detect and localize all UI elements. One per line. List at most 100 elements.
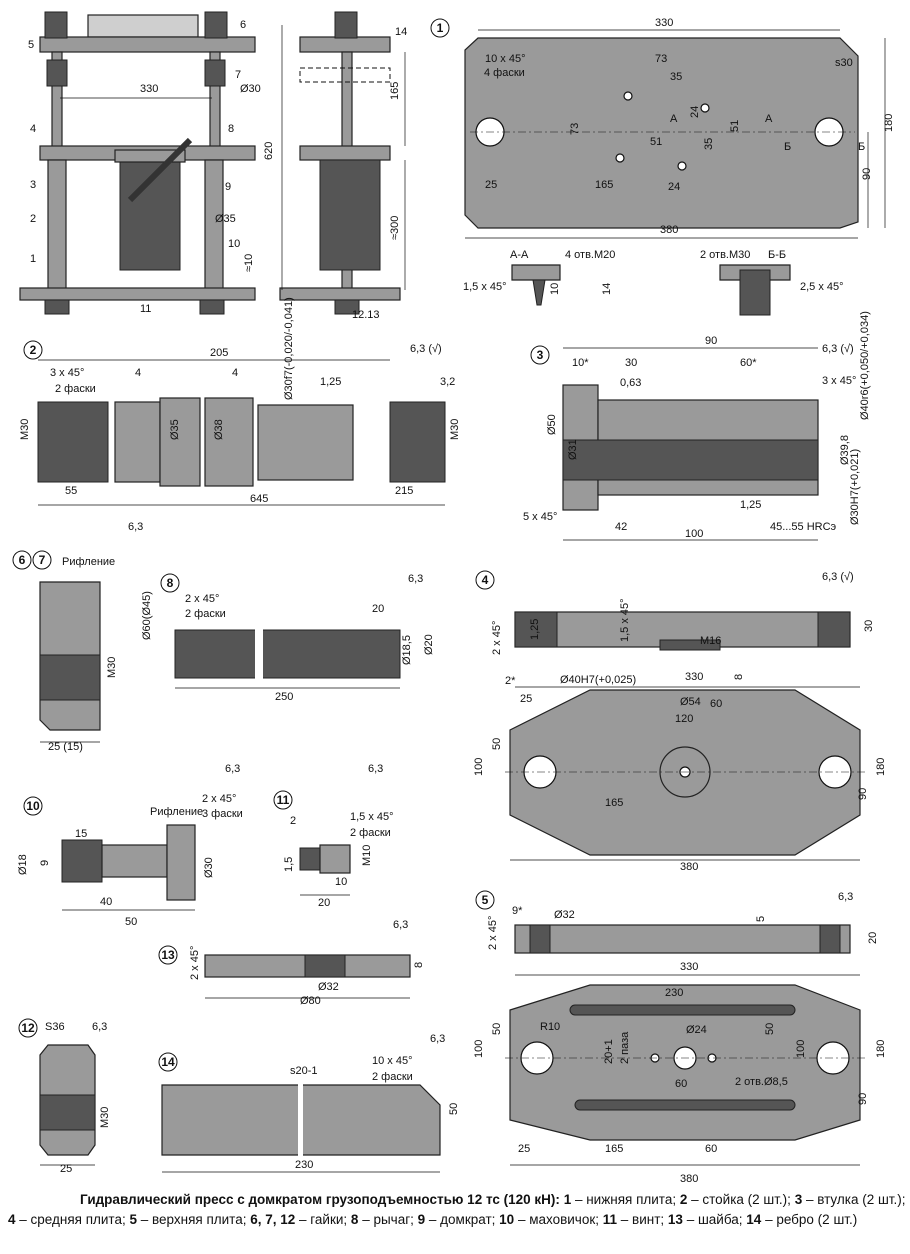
part-number-circle bbox=[160, 573, 180, 593]
dimension-label: 230 bbox=[665, 987, 683, 999]
caption-part-name: – стойка (2 шт.); bbox=[687, 1192, 795, 1207]
part-number-circle bbox=[18, 1018, 38, 1038]
dimension-label: 60 bbox=[710, 698, 722, 710]
dimension-label: 2 отв.Ø8,5 bbox=[735, 1076, 788, 1088]
dimension-label: 380 bbox=[660, 224, 678, 236]
dimension-label: 90 bbox=[857, 1093, 869, 1105]
dimension-label: 10* bbox=[572, 357, 589, 369]
dimension-label: Ø60(Ø45) bbox=[141, 591, 153, 640]
part-number-circle bbox=[475, 890, 495, 910]
caption-part-name: – маховичок; bbox=[514, 1212, 603, 1227]
dimension-label: 5 bbox=[755, 916, 767, 922]
dimension-label: 25 (15) bbox=[48, 741, 83, 753]
dimension-label: 4 отв.М20 bbox=[565, 249, 615, 261]
dimension-label: 5 х 45° bbox=[523, 511, 557, 523]
caption-part-number: 9 bbox=[417, 1212, 426, 1227]
dimension-label: 20 bbox=[372, 603, 384, 615]
dimension-label: 4 bbox=[135, 367, 141, 379]
assembly-front-view bbox=[19, 11, 256, 315]
part-3-sleeve bbox=[562, 347, 819, 541]
figure-caption: Гидравлический пресс с домкратом грузопо… bbox=[8, 1190, 908, 1230]
dimension-label: 1,5 х 45° bbox=[350, 811, 394, 823]
dimension-label: 6 bbox=[240, 19, 246, 31]
dimension-label: 215 bbox=[395, 485, 413, 497]
dimension-label: 100 bbox=[795, 1040, 807, 1058]
part-8-lever bbox=[174, 625, 401, 689]
dimension-label: R10 bbox=[540, 1021, 560, 1033]
dimension-label: 9 bbox=[39, 860, 51, 866]
dimension-label: Ø24 bbox=[686, 1024, 707, 1036]
dimension-label: 1 bbox=[30, 253, 36, 265]
dimension-label: 205 bbox=[210, 347, 228, 359]
dimension-label: 620 bbox=[263, 142, 275, 160]
dimension-label: 6,3 bbox=[838, 891, 853, 903]
dimension-label: 45...55 HRCэ bbox=[770, 521, 837, 533]
dimension-label: 2 фаски bbox=[350, 827, 391, 839]
dimension-label: 165 bbox=[389, 82, 401, 100]
dimension-label: 6,3 (√) bbox=[822, 343, 854, 355]
dimension-label: 330 bbox=[140, 83, 158, 95]
caption-part-number: 5 bbox=[129, 1212, 137, 1227]
dimension-label: М16 bbox=[700, 635, 721, 647]
dimension-label: М30 bbox=[99, 1107, 111, 1128]
part-number-circle bbox=[158, 945, 178, 965]
dimension-label: 1,25 bbox=[320, 376, 341, 388]
dimension-label: Б-Б bbox=[768, 249, 786, 261]
caption-part-name: – гайки; bbox=[295, 1212, 351, 1227]
dimension-label: 90 bbox=[857, 788, 869, 800]
assembly-side-view bbox=[279, 11, 406, 315]
part-number-circle bbox=[23, 340, 43, 360]
dimension-label: 6,3 bbox=[408, 573, 423, 585]
dimension-label: 180 bbox=[875, 758, 887, 776]
dimension-label: Ø39,8 bbox=[839, 435, 851, 465]
dimension-label: 50 bbox=[491, 1023, 503, 1035]
caption-part-name: – ребро (2 шт.) bbox=[761, 1212, 858, 1227]
part-number-circle bbox=[23, 796, 43, 816]
dimension-label: 2 паза bbox=[619, 1031, 631, 1064]
dimension-label: Ø38 bbox=[213, 419, 225, 440]
part-number-4: 4 bbox=[482, 573, 489, 587]
dimension-label: 6,3 bbox=[430, 1033, 445, 1045]
part-number-11: 11 bbox=[277, 793, 290, 807]
dimension-label: М30 bbox=[106, 657, 118, 678]
dimension-label: 55 bbox=[65, 485, 77, 497]
dimension-label: 5 bbox=[28, 39, 34, 51]
caption-part-number: 14 bbox=[746, 1212, 762, 1227]
dimension-label: 180 bbox=[875, 1040, 887, 1058]
part-number-2: 2 bbox=[30, 343, 37, 357]
part-number-14: 14 bbox=[161, 1055, 175, 1069]
dimension-label: 50 bbox=[448, 1103, 460, 1115]
dimension-label: 3 bbox=[30, 179, 36, 191]
part-number-circle bbox=[32, 550, 52, 570]
dimension-label: М30 bbox=[19, 419, 31, 440]
dimension-label: 2 фаски bbox=[185, 608, 226, 620]
dimension-label: S36 bbox=[45, 1021, 65, 1033]
dimension-label: Ø32 bbox=[318, 981, 339, 993]
dimension-label: А-А bbox=[510, 249, 529, 261]
dimension-label: А bbox=[765, 113, 773, 125]
dimension-label: 2* bbox=[505, 675, 516, 687]
dimension-label: 330 bbox=[655, 17, 673, 29]
dimension-label: 380 bbox=[680, 861, 698, 873]
dimension-label: 6,3 bbox=[368, 763, 383, 775]
dimension-label: 10 bbox=[228, 238, 240, 250]
dimension-label: 35 bbox=[670, 71, 682, 83]
dimension-label: Ø20 bbox=[423, 634, 435, 655]
dimension-label: s20-1 bbox=[290, 1065, 318, 1077]
dimension-label: s30 bbox=[835, 57, 853, 69]
part-number-circle bbox=[273, 790, 293, 810]
dimension-label: 10 х 45° bbox=[372, 1055, 412, 1067]
dimension-label: 50 bbox=[764, 1023, 776, 1035]
dimension-label: 50 bbox=[125, 916, 137, 928]
dimension-label: 25 bbox=[518, 1143, 530, 1155]
dimension-label: Ø30 bbox=[240, 83, 261, 95]
dimension-label: 165 bbox=[605, 1143, 623, 1155]
part-1-bottom-plate bbox=[464, 29, 886, 316]
caption-part-number: 10 bbox=[499, 1212, 515, 1227]
dimension-label: 3 х 45° bbox=[822, 375, 856, 387]
dimension-label: 24 bbox=[668, 181, 680, 193]
part-number-1: 1 bbox=[437, 21, 444, 35]
caption-part-number: 2 bbox=[679, 1192, 688, 1207]
caption-part-number: 4 bbox=[8, 1212, 16, 1227]
dimension-label: 330 bbox=[685, 671, 703, 683]
